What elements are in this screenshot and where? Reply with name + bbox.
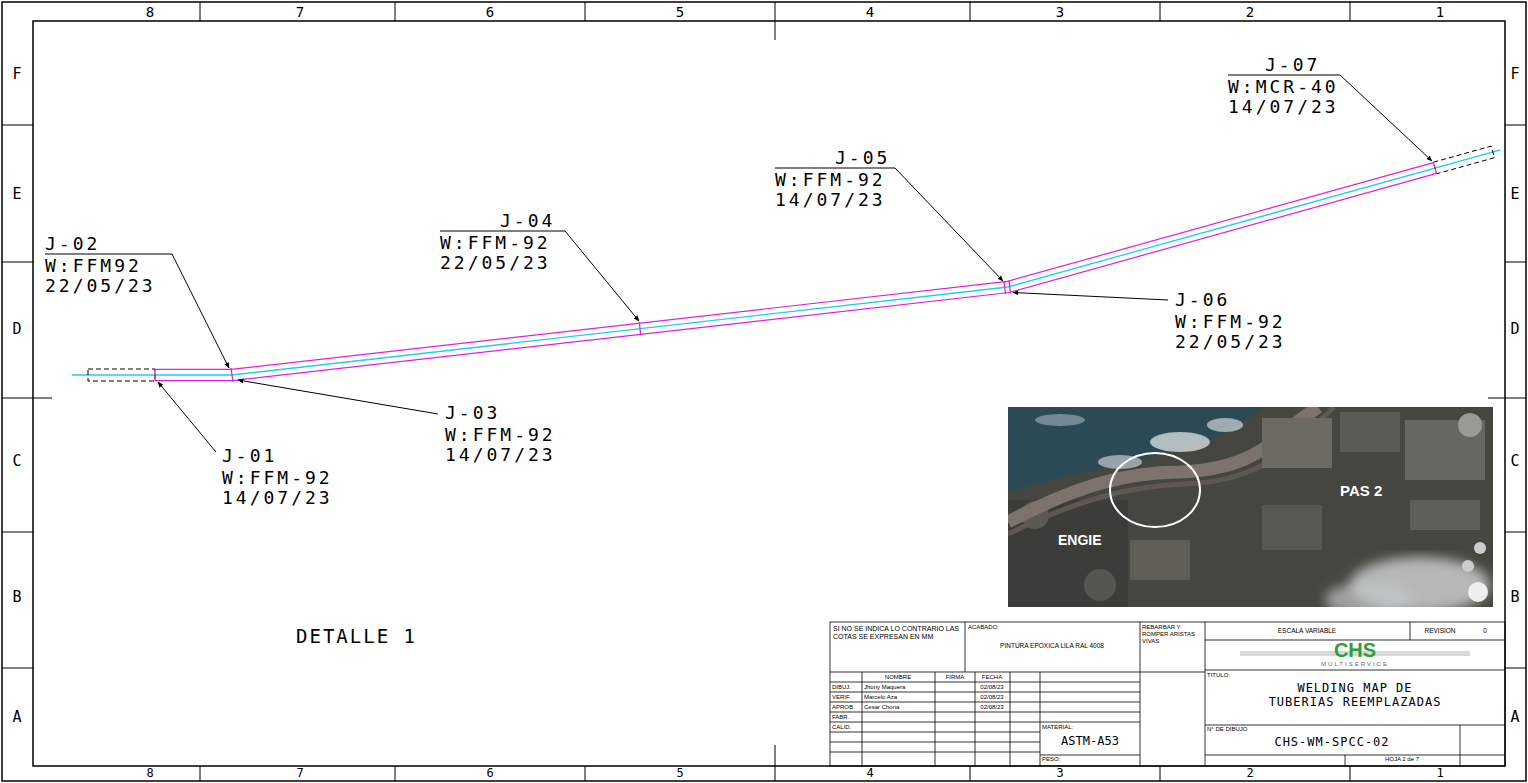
welder-stamp: W:FFM-92 [222,468,333,489]
title-block-cell: 02/08/23 [980,694,1003,701]
grid-reference: 6 [486,767,493,781]
title-block [830,622,1505,766]
title-block-cell: N° DE DIBUJO [1207,726,1247,733]
title-block-cell: REBARBAR Y ROMPER ARISTAS VIVAS [1142,624,1204,645]
company-logo: MULTISERVICE [1321,661,1389,668]
pipe-bore [155,168,1435,375]
grid-reference: D [12,321,21,338]
grid-reference: B [1510,589,1519,606]
title-block-cell: FABR. [832,714,849,721]
leader-lines [45,75,1432,452]
map-label: ENGIE [1058,532,1102,548]
grid-reference: C [12,453,21,470]
joint-number: J-05 [835,148,890,169]
title-block-cell: FIRMA [946,674,965,681]
grid-reference: B [12,589,21,606]
title-block-cell: FECHA [982,674,1002,681]
weld-date: 14/07/23 [222,488,333,509]
joint-number: J-07 [1265,55,1320,76]
title-block-cell: Marcelo Aza [864,694,897,701]
grid-reference: 5 [676,767,683,781]
grid-reference: 7 [296,4,304,20]
existing-pipe [88,369,155,381]
satellite-image [1008,407,1493,607]
grid-reference: A [12,709,21,726]
welder-stamp: W:MCR-40 [1228,77,1339,98]
title-block-cell: PINTURA EPOXICA LILA RAL 4008 [967,642,1137,649]
title-block-cell: 02/08/23 [980,704,1003,711]
joint-number: J-02 [45,234,100,255]
title-block-cell: CALID. [832,724,851,731]
weld-date: 14/07/23 [1228,97,1339,118]
joint-number: J-03 [445,403,500,424]
title-block-cell: SI NO SE INDICA LO CONTRARIO LAS COTAS S… [833,625,961,641]
joint-number: J-01 [222,446,277,467]
title-block-cell: ESCALA VARIABLE [1278,627,1336,634]
title-block-cell: HOJA 2 de 7 [1385,756,1419,763]
grid-reference: 3 [1056,4,1064,20]
grid-reference: 3 [1056,767,1063,781]
grid-reference: C [1510,453,1519,470]
grid-reference: 8 [146,4,154,20]
grid-reference: E [12,186,21,203]
title-block-cell: NOMBRE [885,674,911,681]
title-block-cell: Jhony Maquera [864,684,905,691]
weld-date: 14/07/23 [445,445,556,466]
grid-reference: 5 [676,4,684,20]
grid-reference: D [1510,321,1519,338]
welder-stamp: W:FFM-92 [1175,312,1286,333]
grid-reference: E [1510,186,1519,203]
weld-date: 22/05/23 [45,276,156,297]
grid-reference: 4 [866,4,874,20]
grid-reference: 8 [146,767,153,781]
welder-stamp: W:FFM-92 [775,170,886,191]
weld-date: 14/07/23 [775,190,886,211]
pipe-centerline [72,150,1501,375]
pipe-outline [155,168,1435,375]
grid-reference: F [12,66,21,83]
title-block-cell: TITULO: [1207,672,1230,679]
weld-joints [155,162,1437,382]
drawing-title: WELDING MAP DE TUBERIAS REEMPLAZADAS [1265,682,1445,710]
title-block-cell: PESO: [1042,756,1060,763]
map-label: PAS 2 [1340,482,1382,499]
grid-reference: 2 [1246,767,1253,781]
weld-date: 22/05/23 [440,253,551,274]
grid-reference: F [1510,66,1519,83]
company-logo: CHS [1334,639,1376,662]
title-block-cell: MATERIAL: [1042,724,1073,731]
grid-reference: 1 [1436,4,1444,20]
grid-reference: 6 [486,4,494,20]
grid-reference: 4 [866,767,873,781]
joint-number: J-04 [500,211,555,232]
title-block-cell: ASTM-A53 [1061,735,1119,749]
grid-reference: 1 [1436,767,1443,781]
welder-stamp: W:FFM-92 [445,425,556,446]
title-block-cell: APROB. [832,704,855,711]
joint-number: J-06 [1175,290,1230,311]
title-block-cell: 02/08/23 [980,684,1003,691]
title-block-cell: ACABADO [968,624,997,631]
existing-pipe [1433,146,1494,174]
drawing-number: CHS-WM-SPCC-02 [1274,736,1389,750]
detail-label: DETALLE 1 [296,626,417,648]
title-block-cell: VERIF. [832,694,851,701]
title-block-cell: DIBUJ. [832,684,851,691]
weld-date: 22/05/23 [1175,332,1286,353]
grid-reference: A [1510,709,1519,726]
grid-reference: 7 [296,767,303,781]
title-block-cell: 0 [1483,627,1487,634]
welder-stamp: W:FFM-92 [440,233,551,254]
inner-frame [33,21,1505,766]
title-block-cell: REVISION [1424,627,1455,634]
grid-reference: 2 [1246,4,1254,20]
title-block-cell: Cesar Chona [864,704,899,711]
welder-stamp: W:FFM92 [45,256,142,277]
